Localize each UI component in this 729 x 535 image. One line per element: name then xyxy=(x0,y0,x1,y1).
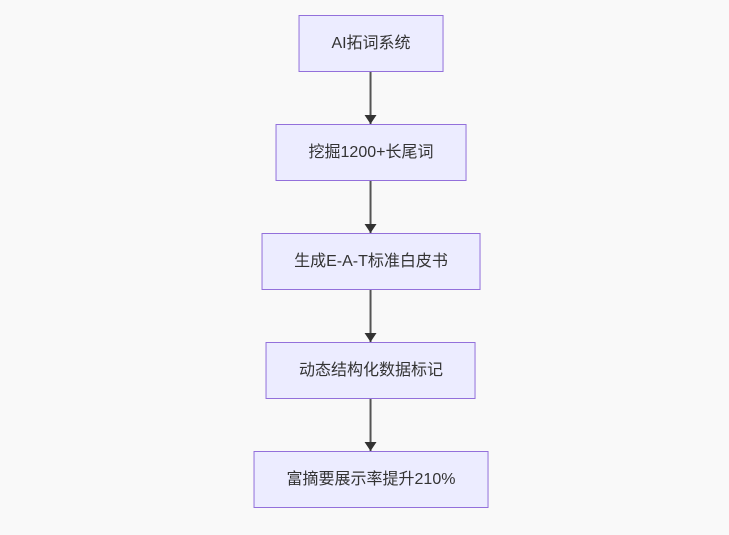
arrow-down-icon xyxy=(370,290,372,342)
flow-node-structured-data-markup: 动态结构化数据标记 xyxy=(265,342,476,399)
flow-node-label: 动态结构化数据标记 xyxy=(298,361,443,379)
flow-node-rich-snippet-result: 富摘要展示率提升210% xyxy=(253,451,489,508)
flowchart: AI拓词系统 挖掘1200+长尾词 生成E-A-T标准白皮书 动态结构化数据标记… xyxy=(253,15,489,508)
flow-node-label: 挖掘1200+长尾词 xyxy=(308,143,434,161)
flow-node-eat-whitepaper: 生成E-A-T标准白皮书 xyxy=(261,233,481,290)
flow-node-label: 生成E-A-T标准白皮书 xyxy=(294,252,448,270)
arrow-down-icon xyxy=(370,399,372,451)
flow-node-ai-keyword-system: AI拓词系统 xyxy=(298,15,444,72)
arrow-down-icon xyxy=(370,72,372,124)
arrow-down-icon xyxy=(370,181,372,233)
flow-node-longtail-mining: 挖掘1200+长尾词 xyxy=(275,124,467,181)
flow-node-label: AI拓词系统 xyxy=(331,34,411,52)
flow-node-label: 富摘要展示率提升210% xyxy=(286,470,456,488)
